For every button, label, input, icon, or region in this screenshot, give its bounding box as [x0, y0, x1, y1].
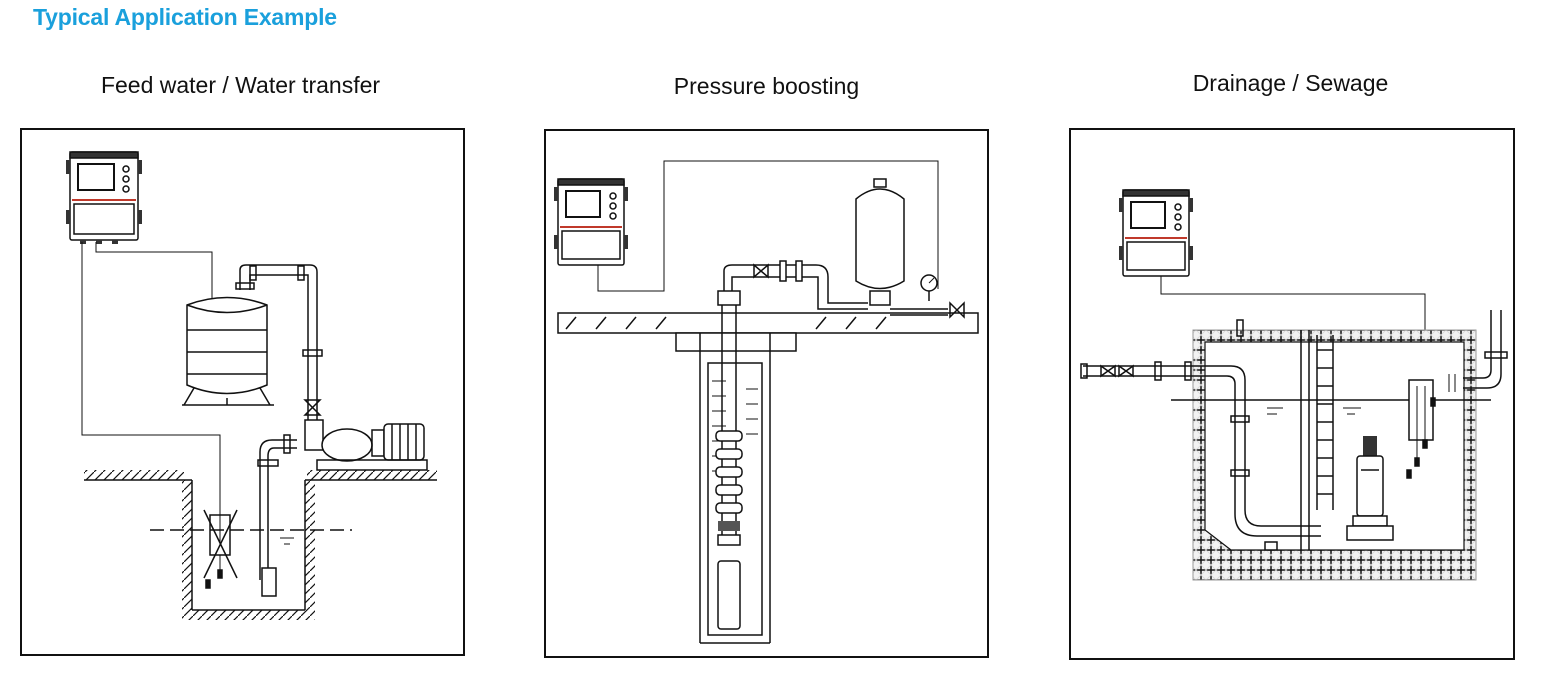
diagram-feed-water: [20, 128, 465, 656]
caption-feed-water: Feed water / Water transfer: [100, 72, 381, 98]
surface-pump-icon: [304, 419, 428, 471]
controller-icon: [66, 151, 142, 244]
pressure-vessel-icon: [855, 178, 905, 306]
controller-icon: [1119, 189, 1193, 277]
pressure-gauge-icon: [920, 274, 938, 301]
diagram-drainage-sewage: [1069, 128, 1515, 660]
caption-pressure-boosting: Pressure boosting: [673, 73, 860, 99]
controller-icon: [554, 178, 628, 266]
water-tank-icon: [182, 296, 274, 406]
submersible-pump-icon: [715, 430, 743, 630]
diagram-pressure-boosting: [544, 129, 989, 658]
caption-drainage-sewage: Drainage / Sewage: [1192, 70, 1389, 96]
sewage-pump-icon: [1264, 436, 1394, 551]
page-title: Typical Application Example: [33, 4, 337, 30]
